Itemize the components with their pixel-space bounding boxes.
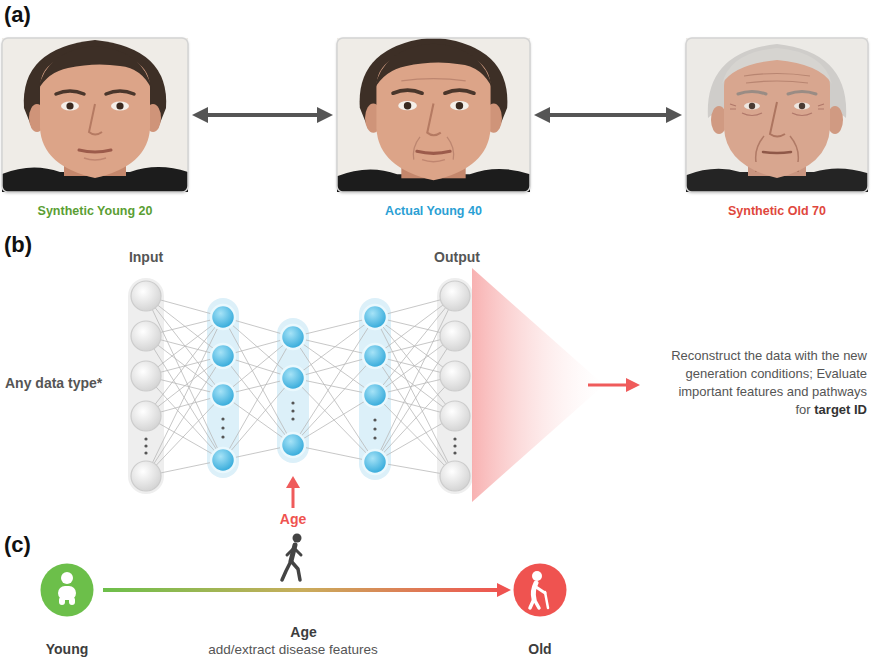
panel-letter: (a) xyxy=(4,2,31,27)
circle-fill xyxy=(41,564,94,617)
circle-shape xyxy=(513,563,567,617)
edge-note-block: add/extract disease features xyxy=(173,642,413,658)
input-label-block: Any data type* xyxy=(5,375,127,392)
walking-figure xyxy=(282,534,302,581)
circle-shape xyxy=(40,563,94,617)
face-photo-node: Synthetic Old 70 xyxy=(686,38,868,219)
layer-title: Output xyxy=(434,249,480,265)
target-keyword: target ID xyxy=(814,402,867,417)
photo-frame xyxy=(337,38,530,192)
connector-arrow xyxy=(542,113,674,117)
panel-letter-block: (c) xyxy=(4,532,31,558)
stage-circle: Young xyxy=(40,563,94,658)
output-description-block: Reconstruct the data with the new genera… xyxy=(655,347,867,419)
neural-network xyxy=(128,278,473,494)
layer-title-block: Output xyxy=(412,249,502,266)
condition-label: Age xyxy=(280,511,306,527)
face-photo xyxy=(684,38,870,192)
node-caption: Old xyxy=(528,640,551,658)
face-photo xyxy=(2,38,188,192)
output-wedge xyxy=(472,268,640,502)
baby-icon xyxy=(58,572,76,605)
photo-frame xyxy=(686,38,868,192)
node-caption: Actual Young 40 xyxy=(385,203,482,219)
input-label: Any data type* xyxy=(5,375,102,391)
photo-frame xyxy=(2,38,188,192)
panel-letter-block: (a) xyxy=(4,2,31,28)
face-photo-node: Actual Young 40 xyxy=(337,38,530,219)
edge-label: Age xyxy=(244,624,364,640)
edge-note: add/extract disease features xyxy=(208,642,378,657)
layer-title-block: Input xyxy=(101,249,191,266)
layer-title: Input xyxy=(129,249,163,265)
stage-circle: Old xyxy=(513,563,567,658)
panel-letter-block: (b) xyxy=(4,232,32,258)
condition-arrow xyxy=(286,476,300,508)
connector-arrow xyxy=(200,113,325,117)
node-caption: Synthetic Young 20 xyxy=(38,203,153,219)
node-caption: Young xyxy=(46,640,89,658)
elder-icon xyxy=(530,571,548,608)
node-caption: Synthetic Old 70 xyxy=(728,203,826,219)
panel-letter: (c) xyxy=(4,532,31,557)
face-photo-node: Synthetic Young 20 xyxy=(2,38,188,219)
panel-letter: (b) xyxy=(4,232,32,257)
circle-fill xyxy=(514,564,567,617)
face-photo xyxy=(337,35,530,195)
condition-label-block: Age xyxy=(263,511,323,528)
connector-arrow xyxy=(103,588,504,592)
